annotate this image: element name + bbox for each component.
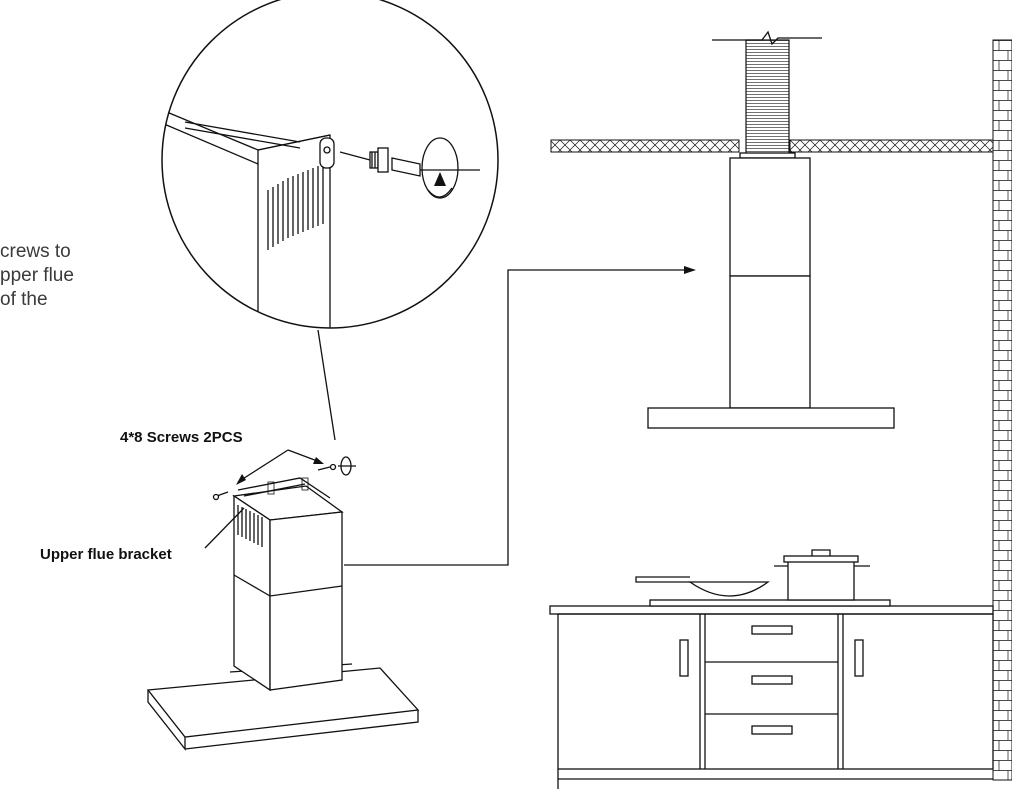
ceiling — [550, 139, 994, 153]
brick-wall — [992, 39, 1012, 781]
instruction-line-1: crews to — [0, 241, 71, 262]
screw-right-icon — [317, 456, 356, 476]
instruction-text: crews to pper flue of the — [0, 240, 160, 312]
instruction-line-3: of the — [0, 289, 48, 310]
installed-range-hood — [647, 152, 895, 429]
screw-left-icon — [212, 491, 229, 501]
hood-vent-slots — [237, 505, 263, 547]
rotate-arrow-icon — [427, 172, 453, 198]
upper-flue-bracket — [237, 477, 331, 499]
pointer-arrow — [344, 266, 696, 566]
kitchen-cabinet — [549, 549, 994, 789]
instruction-line-2: pper flue — [0, 265, 74, 286]
screws-label: 4*8 Screws 2PCS — [120, 429, 243, 446]
screw-icon — [339, 147, 389, 173]
screwdriver-icon — [391, 137, 480, 199]
bracket-label: Upper flue bracket — [40, 546, 172, 563]
detail-zoom-circle — [161, 0, 499, 441]
vent-slots — [267, 164, 324, 250]
exhaust-duct — [712, 30, 822, 159]
exploded-range-hood — [146, 449, 420, 751]
